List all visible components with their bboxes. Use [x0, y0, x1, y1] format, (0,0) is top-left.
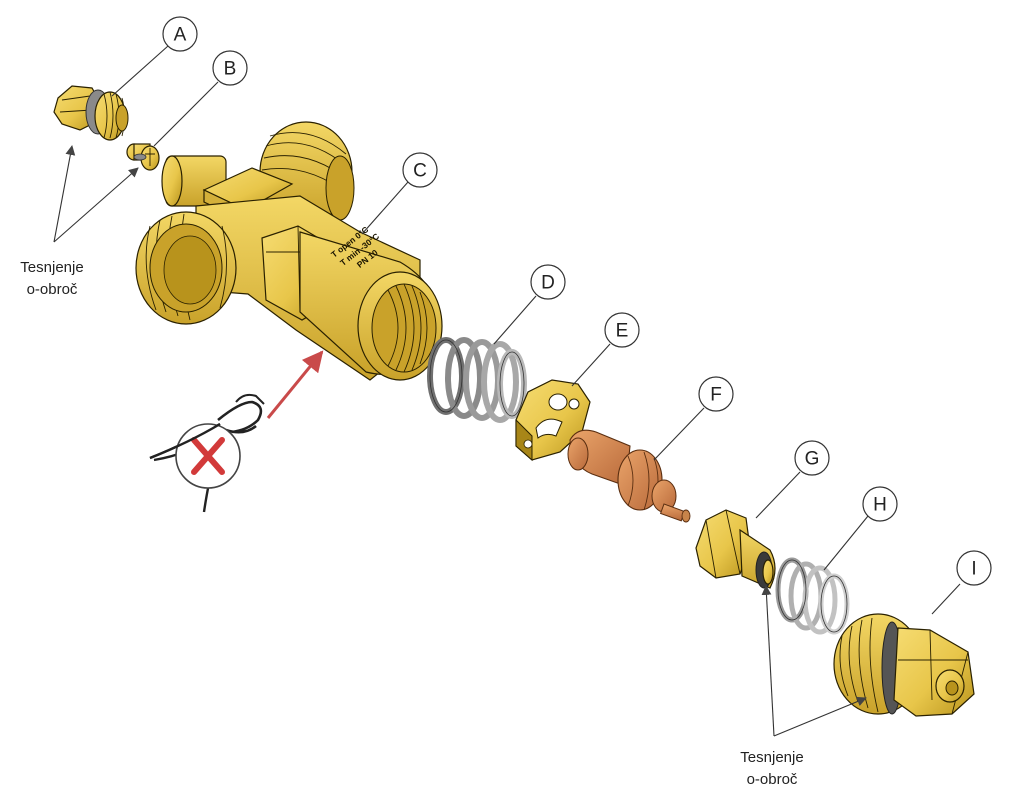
- callout-d: D: [530, 264, 566, 300]
- part-c-valve-body: T open 0°C T min -30°C PN 10: [135, 121, 443, 381]
- callout-g: G: [794, 440, 830, 476]
- part-g-hex-insert: [695, 509, 776, 589]
- o-ring-arrows: [53, 145, 867, 737]
- callout-g-letter: G: [805, 449, 820, 470]
- callout-h: H: [862, 486, 898, 522]
- note-left-o-ring: Tesnjenje o-obroč: [20, 259, 83, 298]
- red-arrow: [266, 350, 324, 419]
- part-b-insert: [126, 143, 160, 171]
- red-x-icon: [191, 437, 225, 475]
- callout-a: A: [162, 16, 198, 52]
- callout-c: C: [402, 152, 438, 188]
- callout-d-letter: D: [541, 273, 555, 294]
- note-right-line-1: Tesnjenje: [740, 749, 803, 766]
- callout-a-letter: A: [174, 25, 187, 46]
- note-right-line-2: o-obroč: [747, 771, 798, 788]
- part-h-spring: [775, 557, 850, 635]
- part-a-threaded-plug: [53, 85, 129, 141]
- callout-e: E: [604, 312, 640, 348]
- part-d-spring: [427, 337, 527, 423]
- callout-b-letter: B: [224, 59, 237, 80]
- callout-e-letter: E: [616, 321, 629, 342]
- callout-i: I: [956, 550, 992, 586]
- part-i-end-cap: [833, 613, 975, 717]
- pliers-prohibited-icon: [149, 350, 324, 513]
- leader-lines: [111, 45, 961, 615]
- callout-i-letter: I: [971, 559, 976, 580]
- callout-f: F: [698, 376, 734, 412]
- part-f-thermo-element: [567, 429, 691, 523]
- callout-f-letter: F: [710, 385, 722, 406]
- note-right-o-ring: Tesnjenje o-obroč: [740, 749, 803, 788]
- note-left-line-2: o-obroč: [27, 281, 78, 298]
- callout-b: B: [212, 50, 248, 86]
- callout-h-letter: H: [873, 495, 887, 516]
- note-left-line-1: Tesnjenje: [20, 259, 83, 276]
- callout-c-letter: C: [413, 161, 427, 182]
